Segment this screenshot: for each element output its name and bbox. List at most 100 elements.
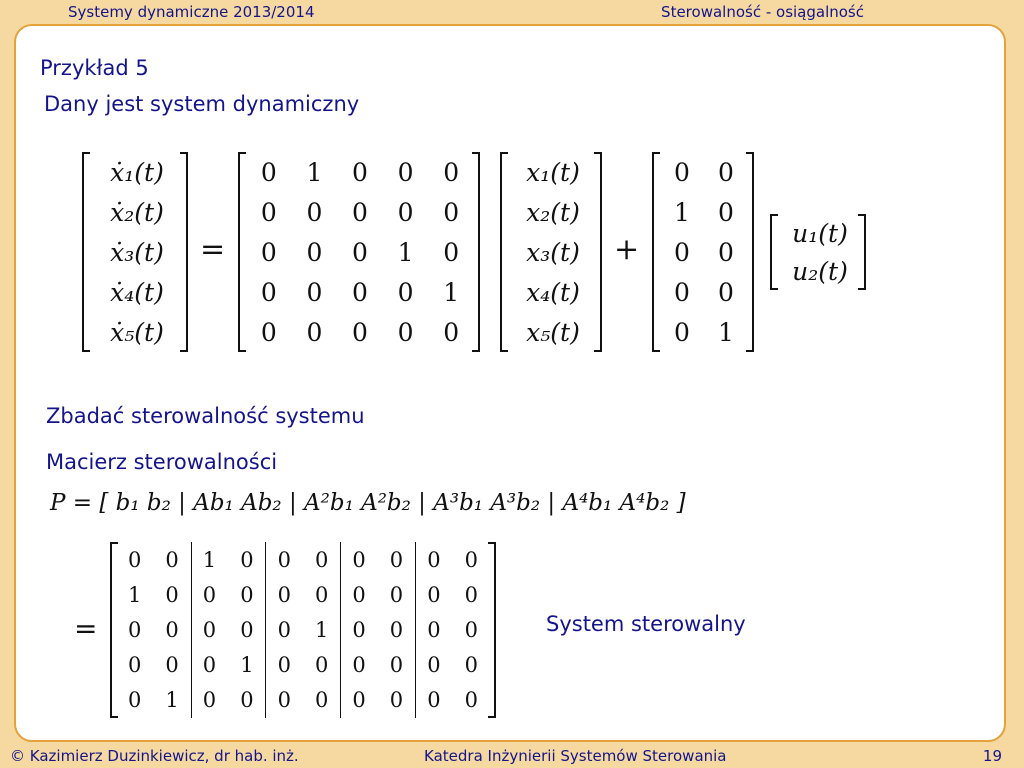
A-matrix-cell: 0	[443, 157, 460, 187]
P-matrix-cell: 0	[464, 653, 478, 678]
P-matrix-cell: 0	[315, 582, 329, 607]
P-matrix-cell: 0	[389, 582, 404, 607]
B-matrix-cell: 0	[718, 237, 734, 267]
P-divider-2	[265, 542, 266, 718]
P-matrix-cell: 0	[202, 582, 217, 607]
B-matrix-cell: 0	[718, 197, 734, 227]
A-bracket-right	[472, 152, 480, 352]
P-matrix-cell: 0	[240, 617, 254, 642]
x-bracket-left	[500, 152, 508, 352]
P-matrix-cell: 0	[389, 688, 404, 713]
author-credit: © Kazimierz Duzinkiewicz, dr hab. inż.	[10, 747, 299, 765]
P-matrix-cell: 0	[128, 547, 142, 572]
P-divider-3	[340, 542, 341, 718]
P-matrix-cell: 0	[202, 617, 217, 642]
A-matrix-cell: 0	[352, 197, 368, 227]
A-matrix-cell: 0	[397, 317, 414, 347]
P-matrix-cell: 0	[128, 653, 142, 678]
P-matrix-cell: 1	[202, 547, 217, 572]
P-matrix-cell: 0	[464, 547, 478, 572]
xdot-bracket-right	[180, 152, 188, 352]
P-matrix-cell: 0	[427, 688, 441, 713]
A-matrix-cell: 0	[443, 317, 460, 347]
A-matrix-cell: 0	[306, 277, 323, 307]
A-matrix-cell: 0	[352, 277, 368, 307]
B-matrix-cell: 0	[674, 277, 690, 307]
A-matrix-cell: 0	[260, 237, 277, 267]
P-matrix-cell: 0	[277, 688, 291, 713]
x-entry: x₄(t)	[526, 277, 580, 307]
slide-footer: © Kazimierz Duzinkiewicz, dr hab. inż. K…	[0, 744, 1024, 768]
P-equals-sign: =	[74, 612, 98, 645]
P-matrix-cell: 0	[202, 688, 217, 713]
course-title: Systemy dynamiczne 2013/2014	[68, 3, 315, 21]
A-matrix-cell: 0	[352, 317, 368, 347]
A-matrix-cell: 0	[306, 317, 323, 347]
u-bracket-left	[770, 214, 778, 290]
xdot-entry: ẋ₅(t)	[110, 317, 164, 347]
B-bracket-left	[652, 152, 660, 352]
task-text: Zbadać sterowalność systemu	[46, 404, 365, 428]
plus-sign: +	[614, 232, 640, 267]
conclusion-text: System sterowalny	[546, 612, 746, 636]
P-matrix-cell: 0	[427, 547, 441, 572]
B-matrix-cell: 1	[674, 197, 690, 227]
xdot-bracket-left	[82, 152, 90, 352]
P-matrix-cell: 0	[352, 582, 366, 607]
x-entry: x₃(t)	[526, 237, 580, 267]
x-bracket-right	[594, 152, 602, 352]
P-matrix-cell: 0	[315, 547, 329, 572]
A-matrix-cell: 0	[352, 237, 368, 267]
P-matrix-cell: 0	[240, 582, 254, 607]
A-matrix-cell: 0	[260, 157, 277, 187]
P-divider-1	[191, 542, 192, 718]
A-matrix-cell: 1	[397, 237, 414, 267]
P-matrix-cell: 0	[202, 653, 217, 678]
P-bracket-left	[110, 542, 118, 718]
P-matrix-cell: 0	[427, 653, 441, 678]
x-entry: x₅(t)	[526, 317, 580, 347]
u-entry: u₁(t)	[792, 218, 848, 248]
matrix-heading: Macierz sterowalności	[46, 450, 278, 474]
section-title: Sterowalność - osiągalność	[661, 3, 864, 21]
B-matrix-cell: 1	[718, 317, 734, 347]
A-matrix-cell: 0	[260, 197, 277, 227]
P-matrix-cell: 1	[240, 653, 254, 678]
A-matrix-cell: 0	[397, 277, 414, 307]
x-vector: x₁(t)x₂(t)x₃(t)x₄(t)x₅(t)	[510, 152, 596, 352]
P-matrix-cell: 1	[165, 688, 179, 713]
P-matrix-cell: 0	[389, 617, 404, 642]
P-matrix-cell: 0	[277, 653, 291, 678]
slide-header: Systemy dynamiczne 2013/2014 Sterowalnoś…	[0, 0, 1024, 24]
slide-panel	[14, 24, 1006, 742]
A-matrix-cell: 0	[352, 157, 368, 187]
department-name: Katedra Inżynierii Systemów Sterowania	[424, 747, 727, 765]
P-matrix-cell: 0	[389, 653, 404, 678]
example-title: Przykład 5	[40, 56, 149, 80]
A-matrix-cell: 0	[443, 197, 460, 227]
xdot-entry: ẋ₃(t)	[110, 237, 164, 267]
A-matrix-cell: 1	[306, 157, 323, 187]
x-entry: x₁(t)	[526, 157, 580, 187]
P-matrix-cell: 0	[277, 547, 291, 572]
xdot-entry: ẋ₁(t)	[110, 157, 164, 187]
page-number: 19	[982, 747, 1002, 765]
P-matrix-cell: 0	[352, 547, 366, 572]
intro-text: Dany jest system dynamiczny	[44, 92, 360, 116]
P-matrix-cell: 0	[352, 653, 366, 678]
B-bracket-right	[746, 152, 754, 352]
P-matrix-cell: 0	[352, 617, 366, 642]
P-matrix-cell: 0	[315, 688, 329, 713]
u-vector: u₁(t)u₂(t)	[780, 214, 860, 290]
A-bracket-left	[238, 152, 246, 352]
A-matrix-cell: 0	[306, 197, 323, 227]
P-divider-4	[415, 542, 416, 718]
P-matrix-cell: 0	[165, 617, 179, 642]
xdot-vector: ẋ₁(t)ẋ₂(t)ẋ₃(t)ẋ₄(t)ẋ₅(t)	[92, 152, 182, 352]
P-matrix-cell: 0	[315, 653, 329, 678]
A-matrix-cell: 0	[397, 157, 414, 187]
P-matrix-cell: 0	[165, 582, 179, 607]
P-matrix-cell: 0	[464, 688, 478, 713]
